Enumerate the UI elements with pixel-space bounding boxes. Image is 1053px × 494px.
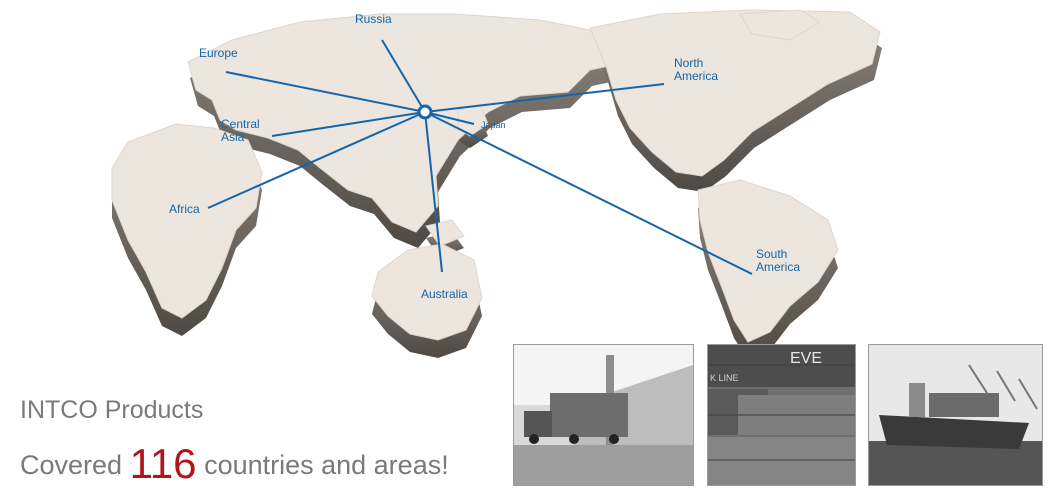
coverage-prefix: Covered [20, 450, 123, 480]
south-america-landmass [697, 179, 839, 343]
coverage-suffix: countries and areas! [204, 450, 449, 480]
australia-landmass [371, 243, 483, 341]
headline-text: INTCO Products [20, 396, 204, 424]
warehouse-truck-image [514, 345, 693, 485]
region-label-japan: Japan [481, 120, 506, 130]
route-line-central-asia [271, 111, 426, 137]
stacked-containers-image: EVE K LINE [708, 345, 855, 485]
container-text-eve: EVE [790, 350, 822, 367]
container-text-kline: K LINE [710, 373, 739, 383]
photo-warehouse-truck [513, 344, 694, 486]
region-label-russia: Russia [355, 12, 392, 26]
continent-tops [111, 9, 881, 343]
photo-stacked-containers: EVE K LINE [707, 344, 856, 486]
hub-marker [417, 104, 433, 120]
africa-landmass [111, 123, 263, 319]
route-line-europe [225, 71, 426, 113]
route-line-australia [424, 111, 443, 273]
indonesia-islands [425, 219, 465, 247]
north-america-landmass [589, 9, 881, 177]
route-lines [207, 39, 753, 275]
region-label-australia: Australia [421, 287, 468, 301]
region-label-south-america: South America [756, 247, 801, 274]
route-line-russia [381, 39, 426, 113]
route-line-north-america [424, 83, 665, 113]
photo-container-ship [868, 344, 1043, 486]
region-label-europe: Europe [199, 46, 238, 60]
coverage-statement: Covered 116 countries and areas! [20, 440, 449, 488]
route-line-japan [424, 111, 475, 125]
region-label-africa: Africa [169, 202, 200, 216]
region-label-north-america: North America [674, 56, 719, 83]
container-ship-image [869, 345, 1042, 485]
greenland-landmass [739, 9, 821, 41]
eurasia-landmass [187, 13, 641, 233]
route-line-south-america [424, 111, 753, 275]
country-count: 116 [129, 440, 197, 487]
route-line-africa [207, 111, 426, 209]
region-label-central-asia: Central Asia [221, 117, 260, 144]
